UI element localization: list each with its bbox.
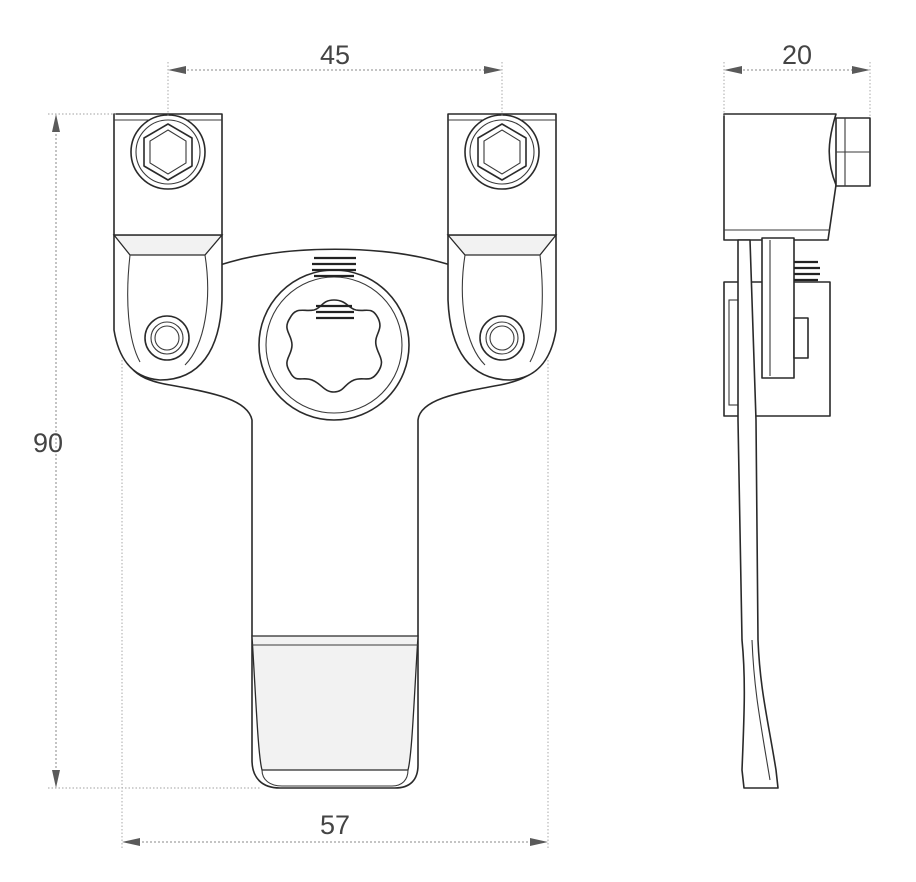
dimension-label-57: 57 xyxy=(320,810,350,840)
front-view xyxy=(112,113,558,789)
left-ear xyxy=(113,234,223,381)
left-ear-bevel xyxy=(112,234,224,256)
dimension-57: 57 xyxy=(121,360,549,850)
left-pivot-hole xyxy=(144,315,190,361)
left-hex-socket-icon xyxy=(143,123,193,181)
lever-body xyxy=(121,248,549,789)
side-view xyxy=(723,113,871,789)
side-lever-arm xyxy=(737,239,779,789)
dimension-label-20: 20 xyxy=(782,40,812,70)
spline-bore-icon xyxy=(286,299,383,393)
right-ear xyxy=(447,234,557,381)
side-set-screw xyxy=(794,260,820,282)
dimension-90: 90 xyxy=(33,113,260,789)
side-clamp-plate xyxy=(761,237,795,379)
pedal-pad xyxy=(251,635,419,771)
dimension-20: 20 xyxy=(723,40,871,118)
set-screw-top xyxy=(312,256,356,278)
dimension-label-45: 45 xyxy=(320,40,350,70)
side-head-block xyxy=(723,113,837,241)
set-screw-inner xyxy=(316,304,354,320)
right-ear-bevel xyxy=(446,234,558,256)
right-hex-socket-icon xyxy=(477,123,527,181)
dimension-label-90: 90 xyxy=(33,428,63,458)
right-pivot-hole xyxy=(479,315,525,361)
dimension-45: 45 xyxy=(167,40,503,118)
